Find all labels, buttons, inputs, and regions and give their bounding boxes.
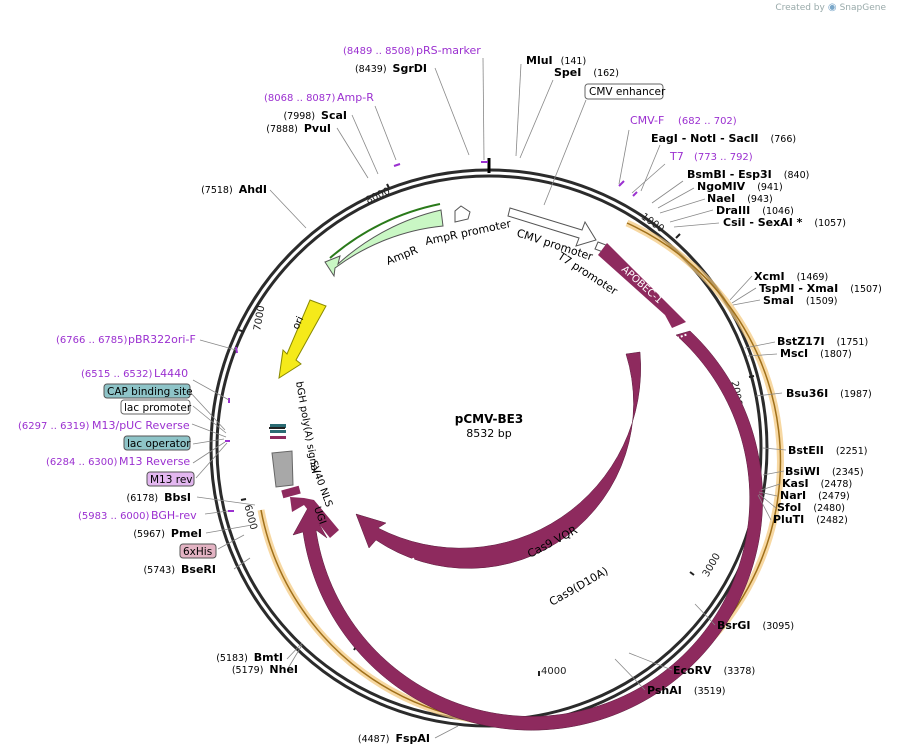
box-cmv-enhancer[interactable] <box>584 83 664 100</box>
site-pmei[interactable]: (5967)PmeI <box>133 527 202 540</box>
site-msci[interactable]: MscI(1807) <box>780 347 852 360</box>
tick-label-7000: 7000 <box>252 305 267 332</box>
map-size: 8532 bp <box>466 427 511 440</box>
primer-bgh-name: BGH-rev <box>151 509 197 522</box>
site-kasi[interactable]: KasI(2478) <box>782 477 852 490</box>
ampr-halo <box>329 203 441 259</box>
site-fspai[interactable]: (4487)FspAI <box>358 732 430 745</box>
label-cas9-d10a: Cas9(D10A) <box>547 564 610 608</box>
primer-ampr-range: (8068 .. 8087) <box>264 93 336 104</box>
feature-cas9-vqr[interactable] <box>355 351 641 569</box>
credit-prefix: Created by <box>775 2 825 13</box>
site-tspmi[interactable]: TspMI - XmaI(1507) <box>759 282 882 295</box>
label-bgh-polya: bGH poly(A) signal <box>293 381 320 475</box>
label-ori: ori <box>291 315 306 331</box>
tick-label-8000: 8000 <box>364 186 392 207</box>
site-xcmi[interactable]: XcmI(1469) <box>754 270 828 283</box>
tick-label-4000: 4000 <box>541 666 566 677</box>
feature-sv40-nls[interactable] <box>281 485 301 499</box>
box-m13rev-label: M13 rev <box>150 474 193 486</box>
site-sfoi[interactable]: SfoI(2480) <box>777 501 845 514</box>
site-bsu36i[interactable]: Bsu36I(1987) <box>786 387 872 400</box>
primer-pbr-name: pBR322ori-F <box>128 333 196 346</box>
primer-ampr-name: Amp-R <box>337 91 374 104</box>
primer-pbr-range: (6766 .. 6785) <box>56 335 128 346</box>
credit-brand: SnapGene <box>839 2 886 13</box>
snapgene-logo-icon: ◉ <box>827 2 837 13</box>
box-lacp-label: lac promoter <box>124 402 192 414</box>
site-smai[interactable]: SmaI(1509) <box>763 294 838 307</box>
label-apobec1: APOBEC-1 <box>619 264 664 306</box>
site-pvui[interactable]: (7888)PvuI <box>266 122 331 135</box>
label-amprgene: AmpR <box>384 243 420 267</box>
primer-m13puc-range: (6297 .. 6319) <box>18 421 90 432</box>
primer-marks <box>225 161 638 512</box>
tick-label-3000: 3000 <box>701 552 723 580</box>
primer-m13r-name: M13 Reverse <box>119 455 190 468</box>
primer-cmvf-range: (682 .. 702) <box>678 116 737 127</box>
site-nari[interactable]: NarI(2479) <box>780 489 850 502</box>
site-bsrgi[interactable]: BsrGI(3095) <box>717 619 794 632</box>
primer-l4440-name: L4440 <box>154 367 188 380</box>
site-bbsi[interactable]: (6178)BbsI <box>127 491 192 504</box>
primer-m13puc-name: M13/pUC Reverse <box>92 419 190 432</box>
box-laco-label: lac operator <box>127 438 191 450</box>
map-name: pCMV-BE3 <box>455 412 523 426</box>
site-draiii[interactable]: DraIII(1046) <box>716 204 794 217</box>
site-sgrdi[interactable]: (8439)SgrDI <box>355 62 427 75</box>
site-bsiwi[interactable]: BsiWI(2345) <box>785 465 864 478</box>
snapgene-credit: Created by ◉ SnapGene <box>775 2 886 13</box>
site-eagi[interactable]: EagI - NotI - SacII(766) <box>651 132 796 145</box>
box-lacp[interactable] <box>120 399 191 415</box>
box-m13rev[interactable] <box>146 471 195 487</box>
primer-t7-name: T7 <box>669 150 684 163</box>
site-csii[interactable]: CsiI - SexAI *(1057) <box>723 216 846 229</box>
feature-ampr[interactable] <box>324 209 444 278</box>
primer-m13r-range: (6284 .. 6300) <box>46 457 118 468</box>
site-naei[interactable]: NaeI(943) <box>707 192 773 205</box>
site-ahdi[interactable]: (7518)AhdI <box>201 183 267 196</box>
box-cap[interactable] <box>103 383 191 399</box>
feature-bgh-polya[interactable] <box>271 450 294 488</box>
backbone-outer <box>209 168 769 728</box>
leader-lines <box>189 57 787 739</box>
feature-apobec1[interactable] <box>598 243 686 328</box>
site-scai[interactable]: (7998)ScaI <box>283 109 347 122</box>
site-bstz17i[interactable]: BstZ17I(1751) <box>777 335 868 348</box>
site-bseri[interactable]: (5743)BseRI <box>143 563 216 576</box>
site-ngomiv[interactable]: NgoMIV(941) <box>697 180 783 193</box>
cas9-d10a-dashed-marker <box>676 333 689 339</box>
feature-ori[interactable] <box>278 299 327 380</box>
box-laco[interactable] <box>123 435 191 451</box>
primer-t7-range: (773 .. 792) <box>694 152 753 163</box>
site-bsmbi[interactable]: BsmBI - Esp3I(840) <box>687 168 809 181</box>
feature-cmv-promoter[interactable] <box>507 207 597 247</box>
tick-label-6000: 6000 <box>241 504 258 531</box>
primer-cmvf-name: CMV-F <box>630 114 664 127</box>
site-bsteii[interactable]: BstEII(2251) <box>788 444 867 457</box>
box-cmv-enhancer-label: CMV enhancer <box>589 86 666 98</box>
primer-prs-name: pRS-marker <box>416 44 481 57</box>
primer-prs-range: (8489 .. 8508) <box>343 46 415 57</box>
site-spei[interactable]: SpeI(162) <box>554 66 619 79</box>
box-cap-label: CAP binding site <box>107 386 193 398</box>
primer-l4440-range: (6515 .. 6532) <box>81 369 153 380</box>
box-6xhis-label: 6xHis <box>183 546 212 558</box>
lac-features <box>269 424 286 439</box>
site-pluti[interactable]: PluTI(2482) <box>773 513 848 526</box>
site-pshai[interactable]: PshAI(3519) <box>647 684 725 697</box>
primer-bgh-range: (5983 .. 6000) <box>78 511 150 522</box>
site-nhei[interactable]: (5179)NheI <box>232 663 298 676</box>
site-mlui[interactable]: MluI(141) <box>526 54 586 67</box>
feature-cas9-d10a[interactable] <box>292 330 763 731</box>
site-ecorv[interactable]: EcoRV(3378) <box>673 664 755 677</box>
feature-ugi[interactable] <box>290 497 339 538</box>
feature-ampr-promoter[interactable] <box>454 205 471 223</box>
site-bmti[interactable]: (5183)BmtI <box>216 651 283 664</box>
box-6xhis[interactable] <box>179 543 217 559</box>
